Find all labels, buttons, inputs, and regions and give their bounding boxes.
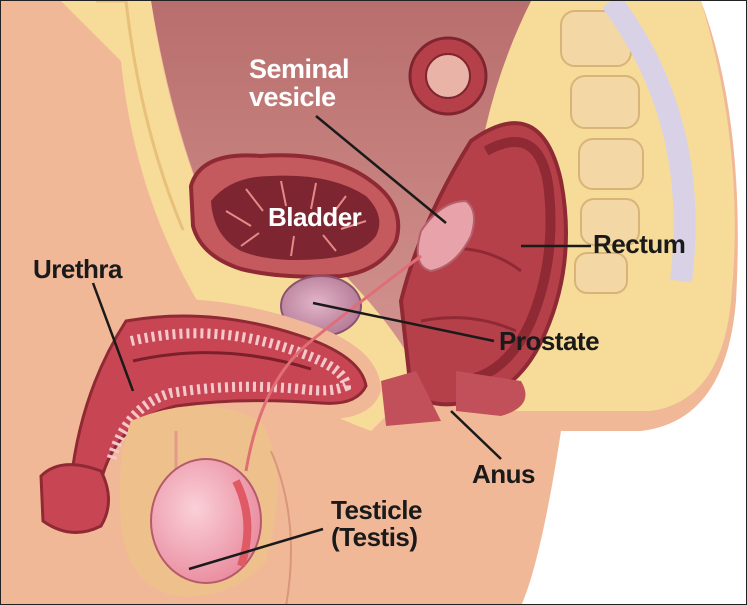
label-rectum: Rectum: [593, 231, 685, 258]
label-testicle: Testicle (Testis): [331, 497, 422, 552]
glans: [41, 465, 109, 533]
label-urethra: Urethra: [33, 256, 122, 283]
label-testicle-line2: (Testis): [331, 524, 422, 551]
label-seminal-line2: vesicle: [249, 83, 349, 111]
label-anus: Anus: [472, 461, 535, 488]
label-prostate: Prostate: [499, 328, 599, 355]
label-bladder: Bladder: [268, 204, 361, 231]
label-testicle-line1: Testicle: [331, 497, 422, 524]
label-seminal-vesicle: Seminal vesicle: [249, 55, 349, 112]
label-seminal-line1: Seminal: [249, 55, 349, 83]
